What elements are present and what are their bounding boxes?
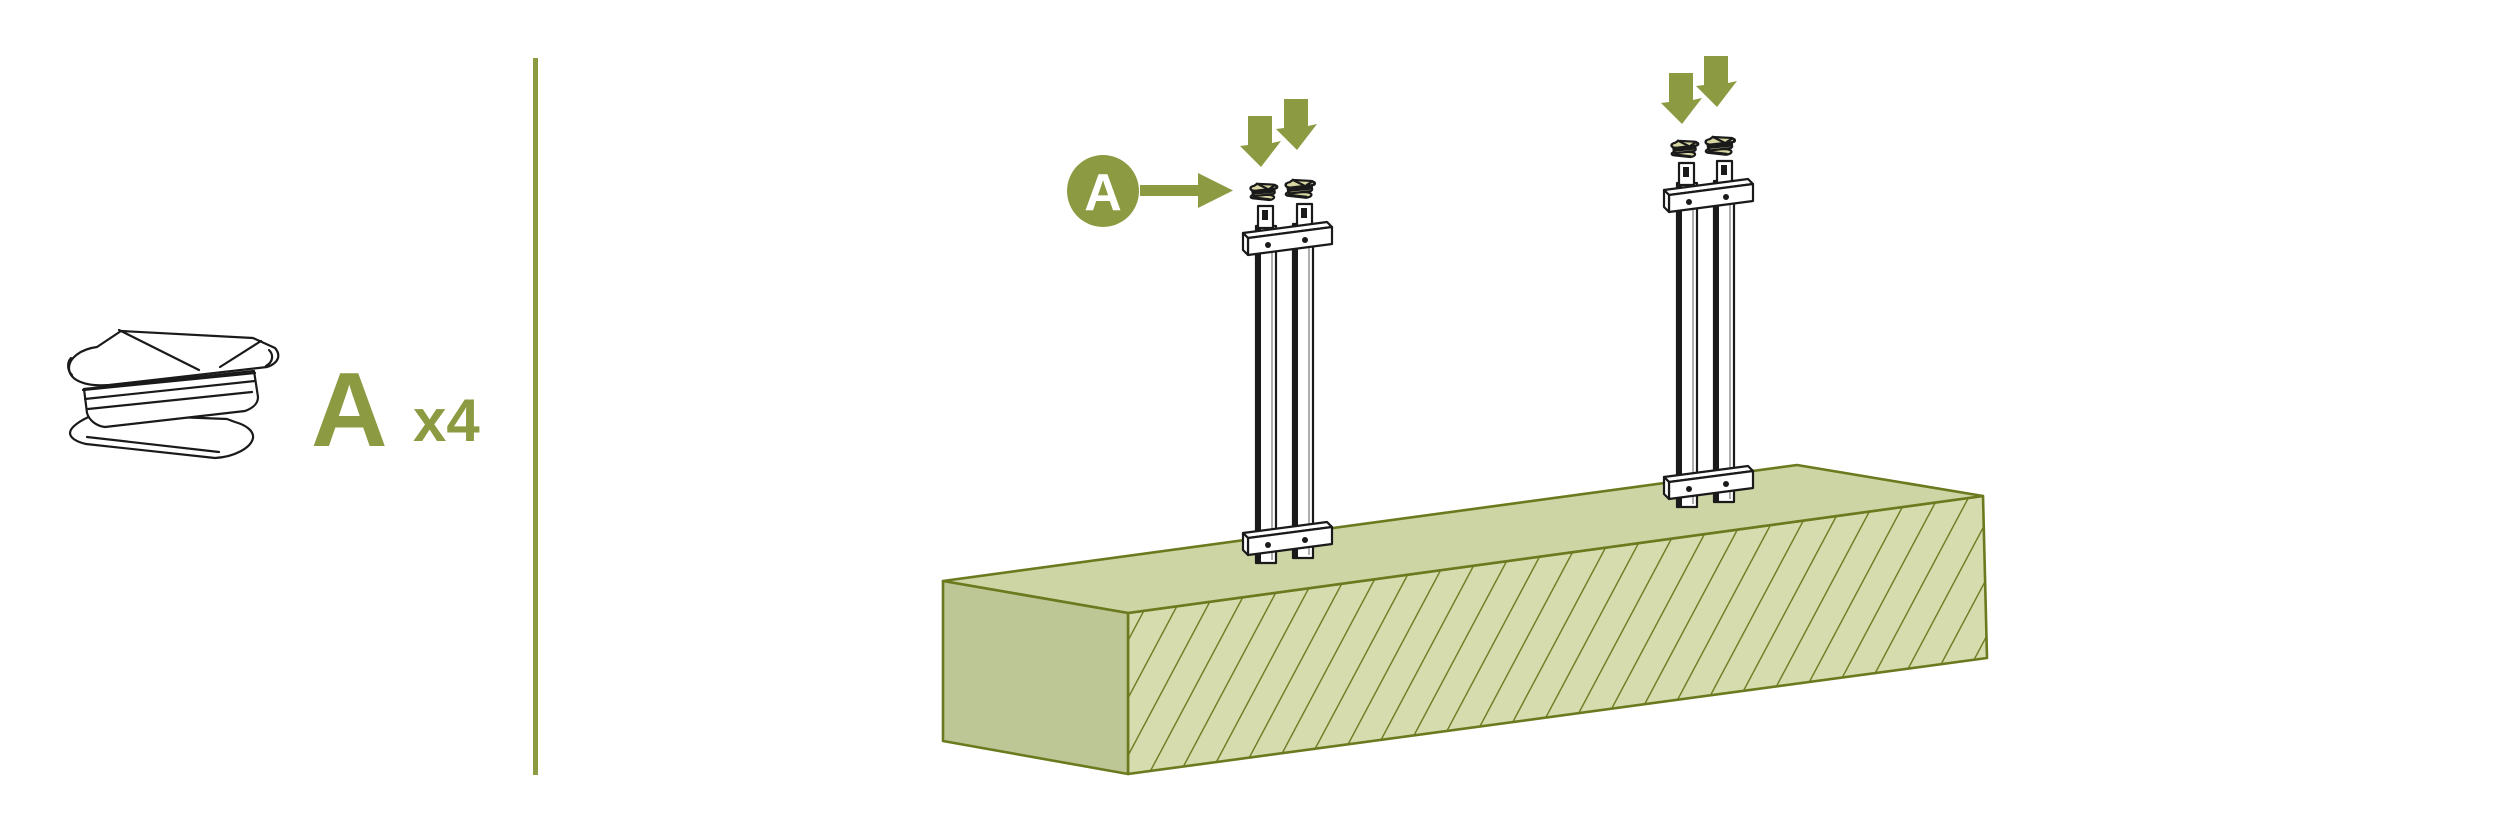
base-block-left-face — [941, 579, 1130, 776]
install-down-arrow-icon — [1661, 73, 1702, 124]
upper-bracket — [1241, 220, 1334, 257]
post-cap-thumbnail-icon — [67, 328, 280, 460]
post-cap-icon — [1704, 135, 1737, 156]
post-assembly-2 — [1661, 56, 1755, 509]
post-cap-icon — [1670, 139, 1700, 159]
base-block — [941, 463, 1989, 776]
post-cap-icon — [1249, 182, 1279, 202]
callout-arrow-shaft — [1140, 185, 1200, 196]
post-assembly-1 — [1240, 99, 1334, 565]
part-letter: A — [311, 351, 388, 469]
callout-right-arrow-icon — [1198, 173, 1233, 208]
install-down-arrow-icon — [1240, 116, 1281, 167]
parts-legend: A x4 — [67, 328, 480, 469]
post-cap-icon — [1284, 178, 1317, 199]
callout-letter: A — [1084, 164, 1122, 222]
install-down-arrow-icon — [1276, 99, 1317, 150]
part-quantity: x4 — [413, 387, 480, 454]
install-down-arrow-icon — [1696, 56, 1737, 107]
lower-bracket — [1662, 464, 1755, 501]
lower-bracket — [1241, 520, 1334, 557]
upper-bracket — [1662, 177, 1755, 214]
section-divider — [533, 58, 538, 775]
callout-badge — [1067, 155, 1139, 227]
callout-a: A — [1067, 155, 1233, 227]
